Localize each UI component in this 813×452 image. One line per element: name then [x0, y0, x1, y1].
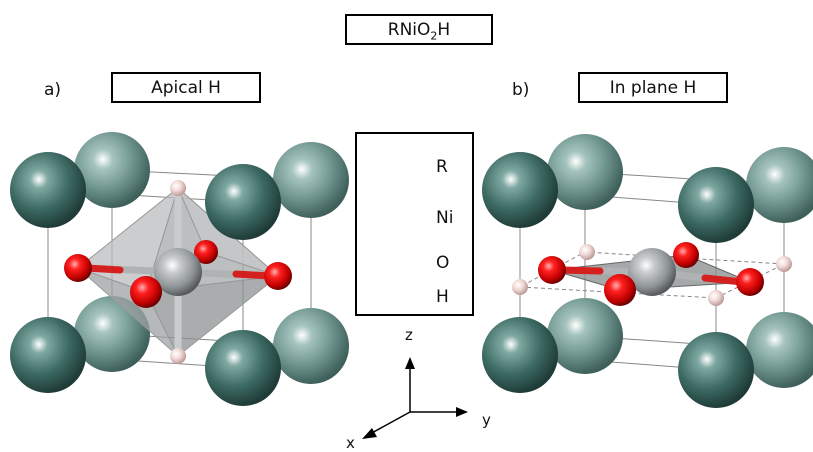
- legend-h-label: H: [436, 287, 449, 307]
- axis-x-label: x: [346, 434, 355, 452]
- h-atom: [776, 256, 792, 272]
- h-atom: [170, 348, 186, 364]
- o-atom: [64, 254, 92, 282]
- axis-z-label: z: [405, 326, 413, 344]
- o-atom: [264, 262, 292, 290]
- legend-r-label: R: [436, 157, 448, 177]
- legend-ni-label: Ni: [436, 208, 454, 228]
- r-atom: [482, 152, 558, 228]
- o-atom: [538, 256, 566, 284]
- legend-o-label: O: [436, 253, 450, 273]
- r-atom: [205, 164, 281, 240]
- h-atom: [708, 290, 724, 306]
- panel-b-letter: b): [512, 80, 530, 100]
- r-atom: [74, 132, 150, 208]
- r-atom: [482, 317, 558, 393]
- r-atom: [10, 317, 86, 393]
- h-atom: [170, 180, 186, 196]
- panel-b-structure: [482, 134, 813, 408]
- o-atom: [130, 276, 162, 308]
- o-atom: [673, 242, 699, 268]
- r-atom: [273, 308, 349, 384]
- title-formula: RNiO: [387, 20, 431, 40]
- r-atom: [273, 142, 349, 218]
- r-atom: [678, 332, 754, 408]
- r-atom: [678, 167, 754, 243]
- axis-y-label: y: [482, 411, 491, 429]
- h-atom: [579, 244, 595, 260]
- title-suffix: H: [437, 20, 451, 40]
- o-atom: [736, 268, 764, 296]
- r-atom: [10, 152, 86, 228]
- title-subscript: 2: [430, 29, 438, 43]
- ni-atom: [628, 248, 676, 296]
- h-atom: [512, 279, 528, 295]
- atom-legend: [355, 132, 474, 316]
- panel-a-letter: a): [44, 80, 62, 100]
- r-atom: [746, 312, 813, 388]
- panel-b-label: In plane H: [578, 72, 728, 103]
- o-atom: [194, 240, 218, 264]
- r-atom: [746, 147, 813, 223]
- compound-title: RNiO2H: [345, 14, 493, 45]
- axes-indicator: [362, 357, 468, 439]
- panel-a-label: Apical H: [111, 72, 261, 103]
- panel-a-structure: [10, 132, 349, 406]
- r-atom: [205, 330, 281, 406]
- r-atom: [547, 134, 623, 210]
- o-atom: [604, 274, 636, 306]
- ni-atom: [154, 248, 202, 296]
- r-atom: [547, 298, 623, 374]
